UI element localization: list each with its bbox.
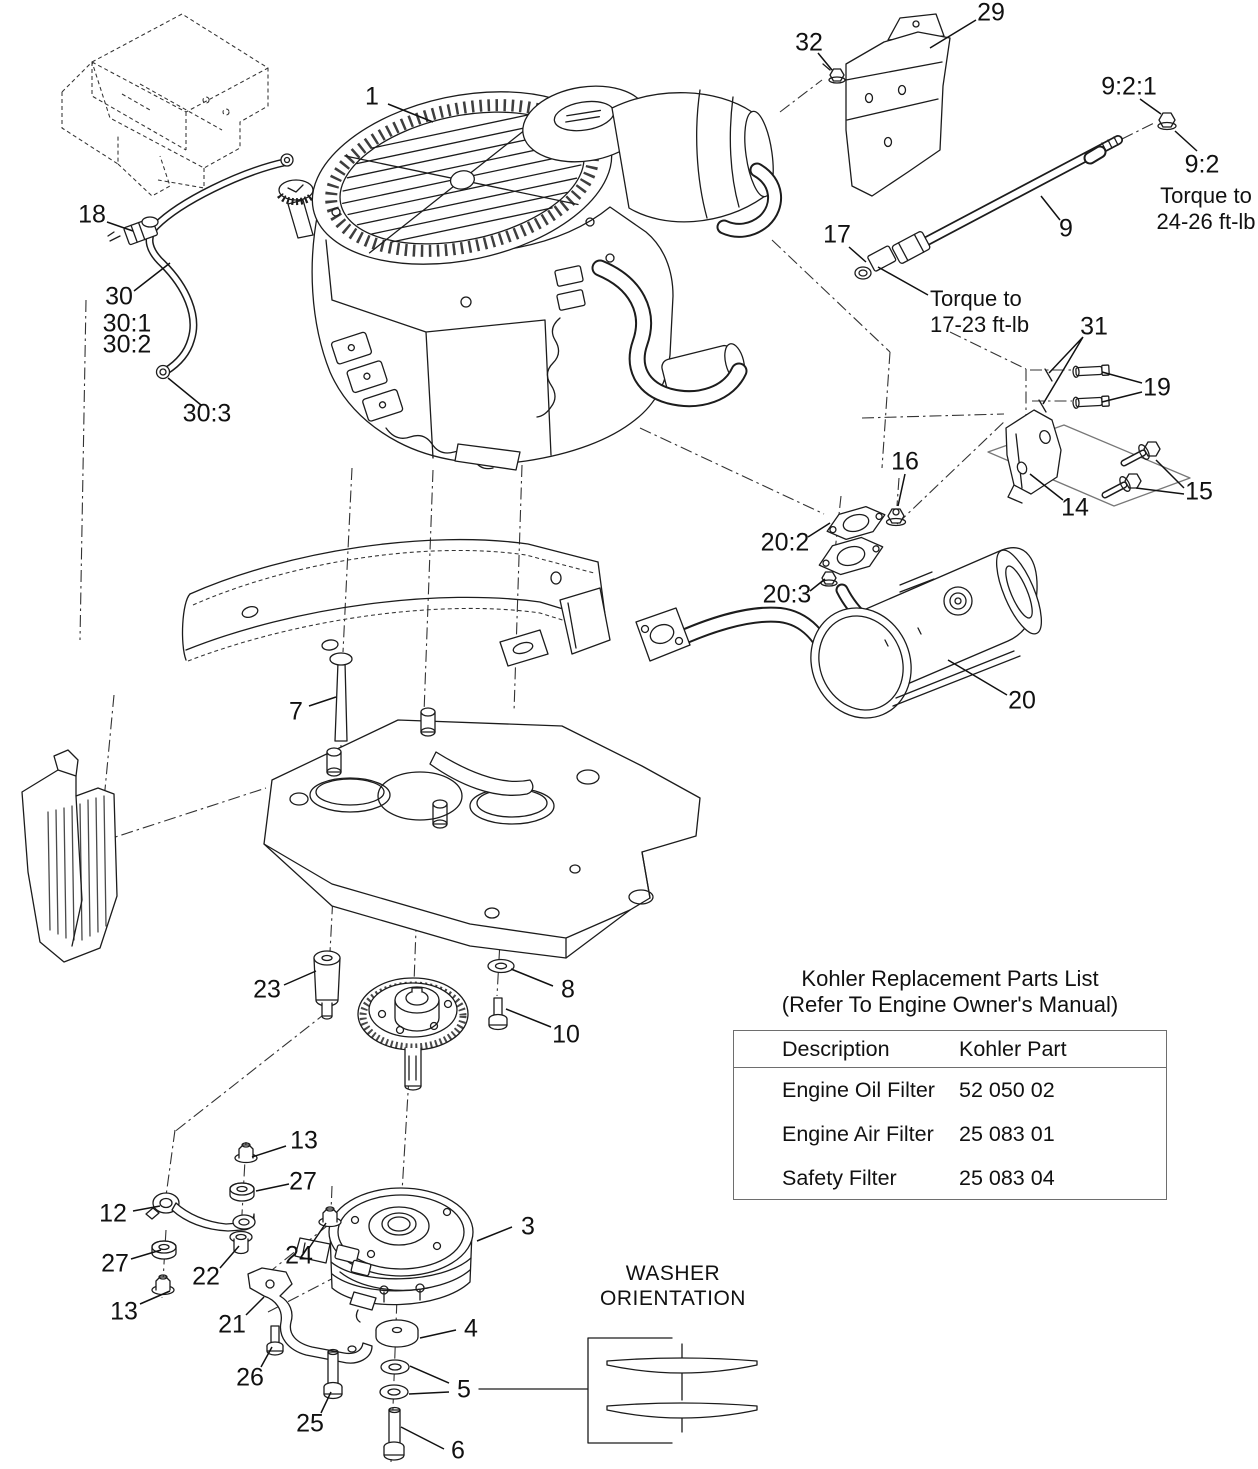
engine-cradle-illustration: [61, 13, 269, 197]
part-callout-13: 13: [110, 1297, 138, 1326]
parts-table-header-row: Description Kohler Part: [734, 1031, 1166, 1068]
part-callout-31: 31: [1080, 312, 1108, 341]
part-callout-20:3: 20:3: [762, 580, 812, 609]
table-row: Safety Filter 25 083 04: [734, 1156, 1166, 1200]
bolt-7-illustration: [329, 652, 353, 742]
col-header-kohler-part: Kohler Part: [959, 1036, 1067, 1061]
part-callout-30: 30: [105, 282, 133, 311]
part-callout-15: 15: [1185, 477, 1213, 506]
spacer-23-illustration: [313, 950, 341, 1020]
row-part-number: 25 083 04: [959, 1165, 1055, 1190]
heat-shield-illustration: [845, 13, 951, 197]
part-callout-12: 12: [99, 1199, 127, 1228]
part-callout-23: 23: [253, 975, 281, 1004]
fuel-line-illustration: [107, 158, 290, 380]
part-callout-4: 4: [464, 1314, 478, 1343]
leader-lines: [106, 19, 1198, 1450]
part-callout-26: 26: [236, 1363, 264, 1392]
part-callout-30:3: 30:3: [182, 399, 232, 428]
parts-table-title: Kohler Replacement Parts List (Refer To …: [733, 966, 1167, 1018]
part-callout-17: 17: [823, 220, 851, 249]
row-description: Engine Air Filter: [782, 1121, 934, 1146]
row-description: Safety Filter: [782, 1165, 897, 1190]
bracket-bolts-illustration: [1038, 364, 1161, 499]
part-callout-9:2: 9:2: [1184, 150, 1220, 179]
part-callout-6: 6: [451, 1436, 465, 1465]
table-row: Engine Oil Filter 52 050 02: [734, 1068, 1166, 1112]
engine-illustration: [277, 85, 783, 471]
idler-arm-illustration: [145, 1142, 258, 1296]
part-callout-25: 25: [296, 1409, 324, 1438]
part-callout-8: 8: [561, 975, 575, 1004]
part-callout-14: 14: [1061, 493, 1089, 522]
clutch-hardware-illustration: [375, 1319, 419, 1461]
frame-channel-illustration: [181, 538, 611, 662]
bolt-10-illustration: [488, 997, 508, 1031]
part-callout-22: 22: [192, 1262, 220, 1291]
kohler-parts-table: Kohler Replacement Parts List (Refer To …: [733, 966, 1167, 1200]
part-callout-21: 21: [218, 1310, 246, 1339]
row-part-number: 52 050 02: [959, 1077, 1055, 1102]
throttle-rod-illustration: [854, 112, 1177, 280]
torque-note: Torque to 24-26 ft-lb: [1156, 183, 1256, 234]
washer-orientation-title: WASHER ORIENTATION: [600, 1262, 746, 1310]
debris-guard-illustration: [21, 749, 118, 963]
part-callout-30:2: 30:2: [102, 330, 152, 359]
washer-8-illustration: [487, 958, 515, 974]
engine-deck-illustration: [263, 629, 701, 959]
part-callout-3: 3: [521, 1212, 535, 1241]
part-callout-20: 20: [1008, 686, 1036, 715]
table-row: Engine Air Filter 25 083 01: [734, 1112, 1166, 1156]
clutch-illustration: [294, 1187, 474, 1323]
pulley-illustration: [357, 977, 469, 1091]
part-callout-18: 18: [78, 200, 106, 229]
part-callout-29: 29: [977, 0, 1005, 27]
torque-note: Torque to 17-23 ft-lb: [930, 286, 1030, 337]
washer-orientation-diagram: [478, 1337, 758, 1444]
part-callout-20:2: 20:2: [760, 528, 810, 557]
part-callout-10: 10: [552, 1020, 580, 1049]
parts-table-grid: Description Kohler Part Engine Oil Filte…: [733, 1030, 1167, 1200]
row-part-number: 25 083 01: [959, 1121, 1055, 1146]
muffler-illustration: [635, 547, 1043, 719]
part-callout-30:1: 30:1: [102, 309, 152, 338]
part-callout-9: 9: [1059, 214, 1073, 243]
part-callout-7: 7: [289, 697, 303, 726]
part-callout-19: 19: [1143, 373, 1171, 402]
part-callout-9:2:1: 9:2:1: [1101, 72, 1157, 101]
part-callout-13: 13: [290, 1126, 318, 1155]
part-callout-27: 27: [289, 1167, 317, 1196]
exhaust-gaskets-illustration: [818, 505, 907, 587]
parts-table-title-line1: Kohler Replacement Parts List: [801, 966, 1099, 991]
shield-bolt-illustration: [822, 63, 846, 84]
col-header-description: Description: [782, 1036, 890, 1061]
part-callout-16: 16: [891, 447, 919, 476]
part-callout-27: 27: [101, 1249, 129, 1278]
muffler-bracket-illustration: [987, 409, 1191, 507]
part-callout-5: 5: [457, 1375, 471, 1404]
parts-table-title-line2: (Refer To Engine Owner's Manual): [781, 992, 1119, 1017]
row-description: Engine Oil Filter: [782, 1077, 935, 1102]
part-callout-24: 24: [285, 1241, 313, 1270]
part-callout-1: 1: [365, 82, 379, 111]
part-callout-32: 32: [795, 28, 823, 57]
